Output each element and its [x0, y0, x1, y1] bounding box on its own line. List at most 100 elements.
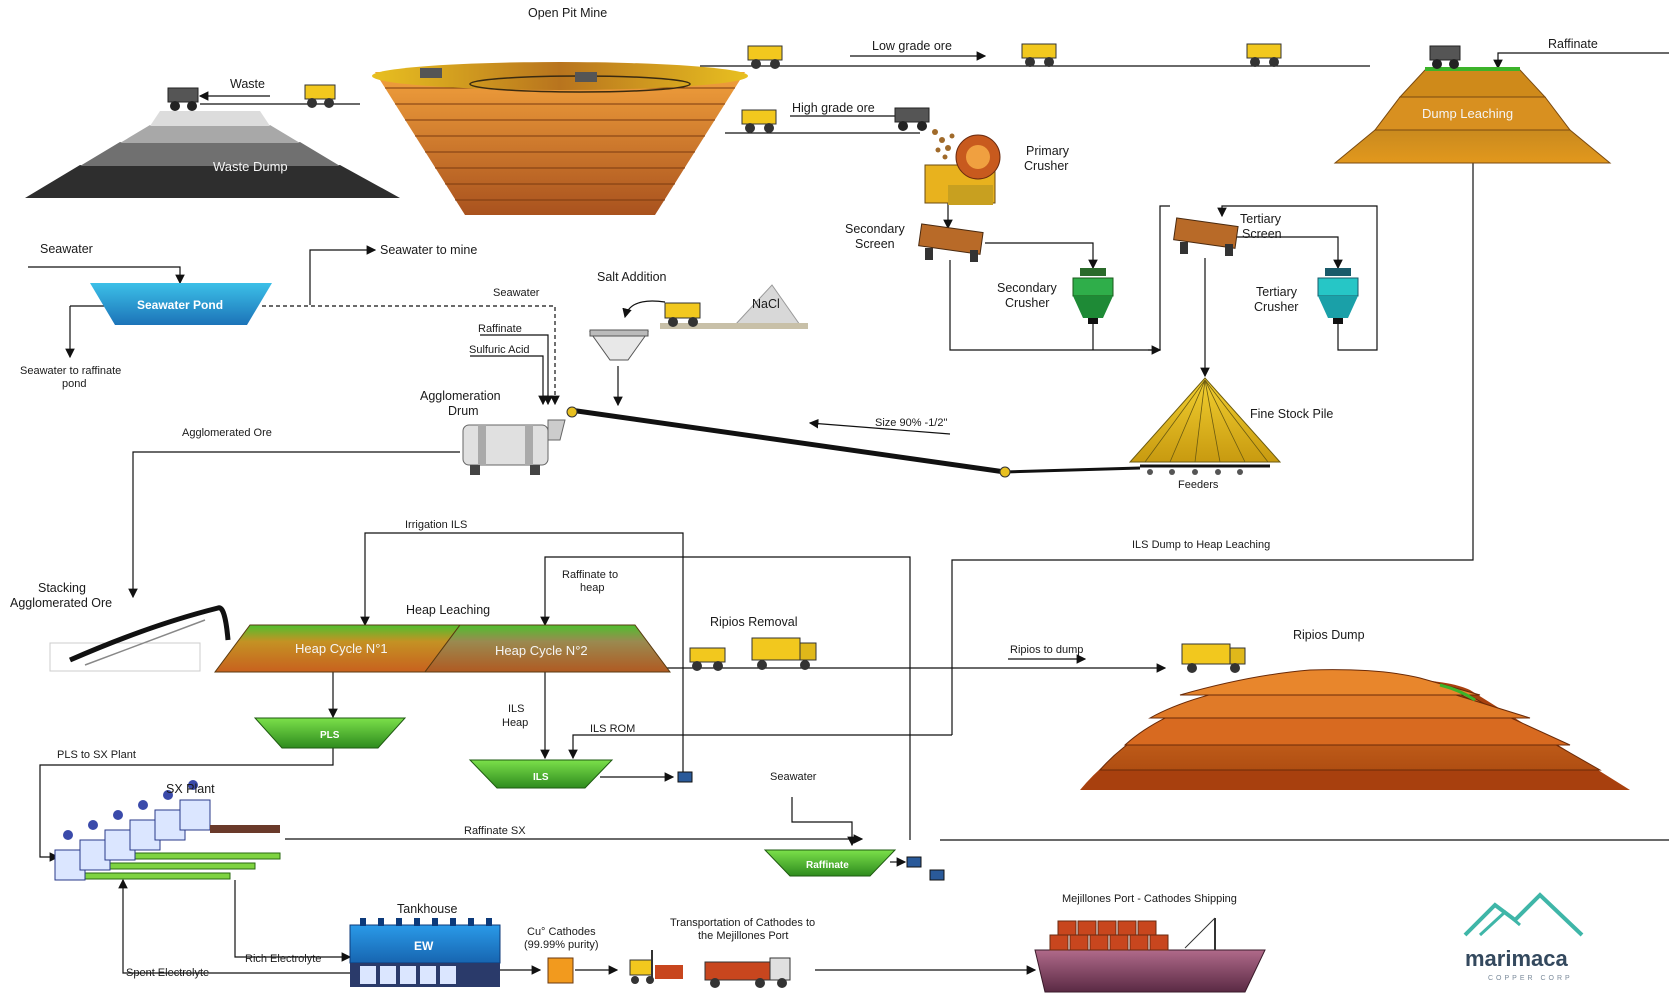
label-sulfuric-acid: Sulfuric Acid	[469, 344, 530, 356]
label-seawater-to-raffinate-1: Seawater to raffinate	[20, 365, 121, 377]
label-raffinate-sx: Raffinate SX	[464, 825, 526, 837]
label-seawater-in: Seawater	[40, 242, 93, 256]
label-size: Size 90% -1/2"	[875, 417, 947, 429]
ore-stream	[932, 129, 955, 160]
loader-salt	[664, 302, 701, 327]
tertiary-cone-crusher	[1317, 268, 1359, 324]
label-tertiary-screen-1: Tertiary	[1240, 212, 1282, 226]
forklift	[629, 950, 683, 984]
label-port: Mejillones Port - Cathodes Shipping	[1062, 893, 1237, 905]
tertiary-screen	[1173, 217, 1239, 256]
seawater-pond-basin	[90, 283, 272, 325]
label-ils-rom: ILS ROM	[590, 723, 635, 735]
label-feeders: Feeders	[1178, 479, 1219, 491]
label-primary-2: Crusher	[1024, 159, 1068, 173]
open-pit	[372, 62, 748, 215]
label-raffinate-to-heap-1: Raffinate to	[562, 569, 618, 581]
label-high-grade-ore: High grade ore	[792, 101, 875, 115]
label-secondary-crusher-1: Secondary	[997, 281, 1058, 295]
label-tertiary-screen-2: Screen	[1242, 227, 1282, 241]
stacker	[49, 605, 231, 672]
logo-sub: COPPER CORP	[1488, 975, 1573, 982]
label-waste-dump: Waste Dump	[213, 159, 288, 174]
label-fine-stock-pile: Fine Stock Pile	[1250, 407, 1333, 421]
dump-truck-on-ripios	[1181, 643, 1246, 673]
salt-hopper	[589, 329, 649, 361]
label-transport-1: Transportation of Cathodes to	[670, 917, 815, 929]
label-heap-cycle-2: Heap Cycle N°2	[495, 643, 588, 658]
label-seawater-pond: Seawater Pond	[137, 298, 223, 312]
label-cathodes-2: (99.99% purity)	[524, 939, 599, 951]
sx-plant	[54, 780, 281, 881]
label-secondary-screen-2: Screen	[855, 237, 895, 251]
cargo-ship	[1034, 917, 1266, 993]
label-tertiary-crusher-2: Crusher	[1254, 300, 1298, 314]
raffinate-pond-basin	[763, 849, 897, 877]
label-seawater-agglom: Seawater	[493, 287, 540, 299]
label-agglomerated-ore: Agglomerated Ore	[182, 427, 272, 439]
label-seawater-raff: Seawater	[770, 771, 817, 783]
label-stacking-2: Agglomerated Ore	[10, 596, 112, 610]
label-irrigation-ils: Irrigation ILS	[405, 519, 467, 531]
cathode-truck	[704, 957, 791, 988]
ripios-dump	[1080, 669, 1630, 790]
logo-name: marimaca	[1465, 946, 1569, 971]
dump-truck-ripios	[751, 637, 817, 670]
label-heap-leaching: Heap Leaching	[406, 603, 490, 617]
label-raffinate-agglom: Raffinate	[478, 323, 522, 335]
label-seawater-to-mine: Seawater to mine	[380, 243, 477, 257]
conveyor-belt	[566, 406, 1141, 478]
label-ils-heap-1: ILS	[508, 703, 525, 715]
label-raffinate-pond: Raffinate	[806, 860, 849, 871]
label-transport-2: the Mejillones Port	[698, 930, 789, 942]
label-ripios-dump: Ripios Dump	[1293, 628, 1365, 642]
label-agglomeration-1: Agglomeration	[420, 389, 501, 403]
label-tankhouse: Tankhouse	[397, 902, 458, 916]
label-low-grade-ore: Low grade ore	[872, 39, 952, 53]
label-ils-pond: ILS	[533, 772, 549, 783]
tankhouse-building	[349, 918, 501, 987]
label-pls-pond: PLS	[320, 730, 340, 741]
label-ils-dump-to-heap: ILS Dump to Heap Leaching	[1132, 539, 1270, 551]
label-waste: Waste	[230, 77, 265, 91]
waste-dump	[25, 111, 400, 198]
cathode-box	[547, 957, 574, 984]
label-tertiary-crusher-1: Tertiary	[1256, 285, 1298, 299]
secondary-screen	[918, 223, 984, 262]
label-agglomeration-2: Drum	[448, 404, 479, 418]
secondary-cone-crusher	[1072, 268, 1114, 324]
flow-lines	[28, 51, 1669, 975]
label-spent-electrolyte: Spent Electrolyte	[126, 967, 209, 979]
label-salt-addition: Salt Addition	[597, 270, 667, 284]
label-primary-1: Primary	[1026, 144, 1070, 158]
ils-pond-basin	[468, 759, 614, 789]
label-sx-plant: SX Plant	[166, 782, 215, 796]
heap-cycle-2	[424, 624, 671, 673]
label-dump-leaching: Dump Leaching	[1422, 106, 1513, 121]
label-heap-cycle-1: Heap Cycle N°1	[295, 641, 388, 656]
label-cathodes-1: Cu° Cathodes	[527, 926, 596, 938]
label-nacl: NaCl	[752, 297, 780, 311]
label-seawater-to-raffinate-2: pond	[62, 378, 86, 390]
pls-pond-basin	[253, 717, 407, 749]
loader-ripios	[689, 647, 726, 671]
agglomeration-drum	[462, 419, 566, 475]
pumps	[677, 771, 945, 881]
label-stacking-1: Stacking	[38, 581, 86, 595]
nacl-pile	[660, 284, 808, 329]
label-open-pit-mine: Open Pit Mine	[528, 6, 607, 20]
fine-stock-pile	[1128, 377, 1282, 475]
label-ripios-removal: Ripios Removal	[710, 615, 798, 629]
label-raffinate-to-heap-2: heap	[580, 582, 604, 594]
label-rich-electrolyte: Rich Electrolyte	[245, 953, 321, 965]
primary-crusher	[924, 134, 1001, 205]
label-ils-heap-2: Heap	[502, 717, 528, 729]
label-ew: EW	[414, 939, 434, 953]
labels: Open Pit Mine Waste Waste Dump Low grade…	[10, 6, 1598, 982]
dump-leaching-heap	[1333, 67, 1612, 164]
label-ripios-to-dump: Ripios to dump	[1010, 644, 1083, 656]
marimaca-logo	[1463, 892, 1584, 937]
label-raffinate-top: Raffinate	[1548, 37, 1598, 51]
label-pls-to-sx: PLS to SX Plant	[57, 749, 136, 761]
